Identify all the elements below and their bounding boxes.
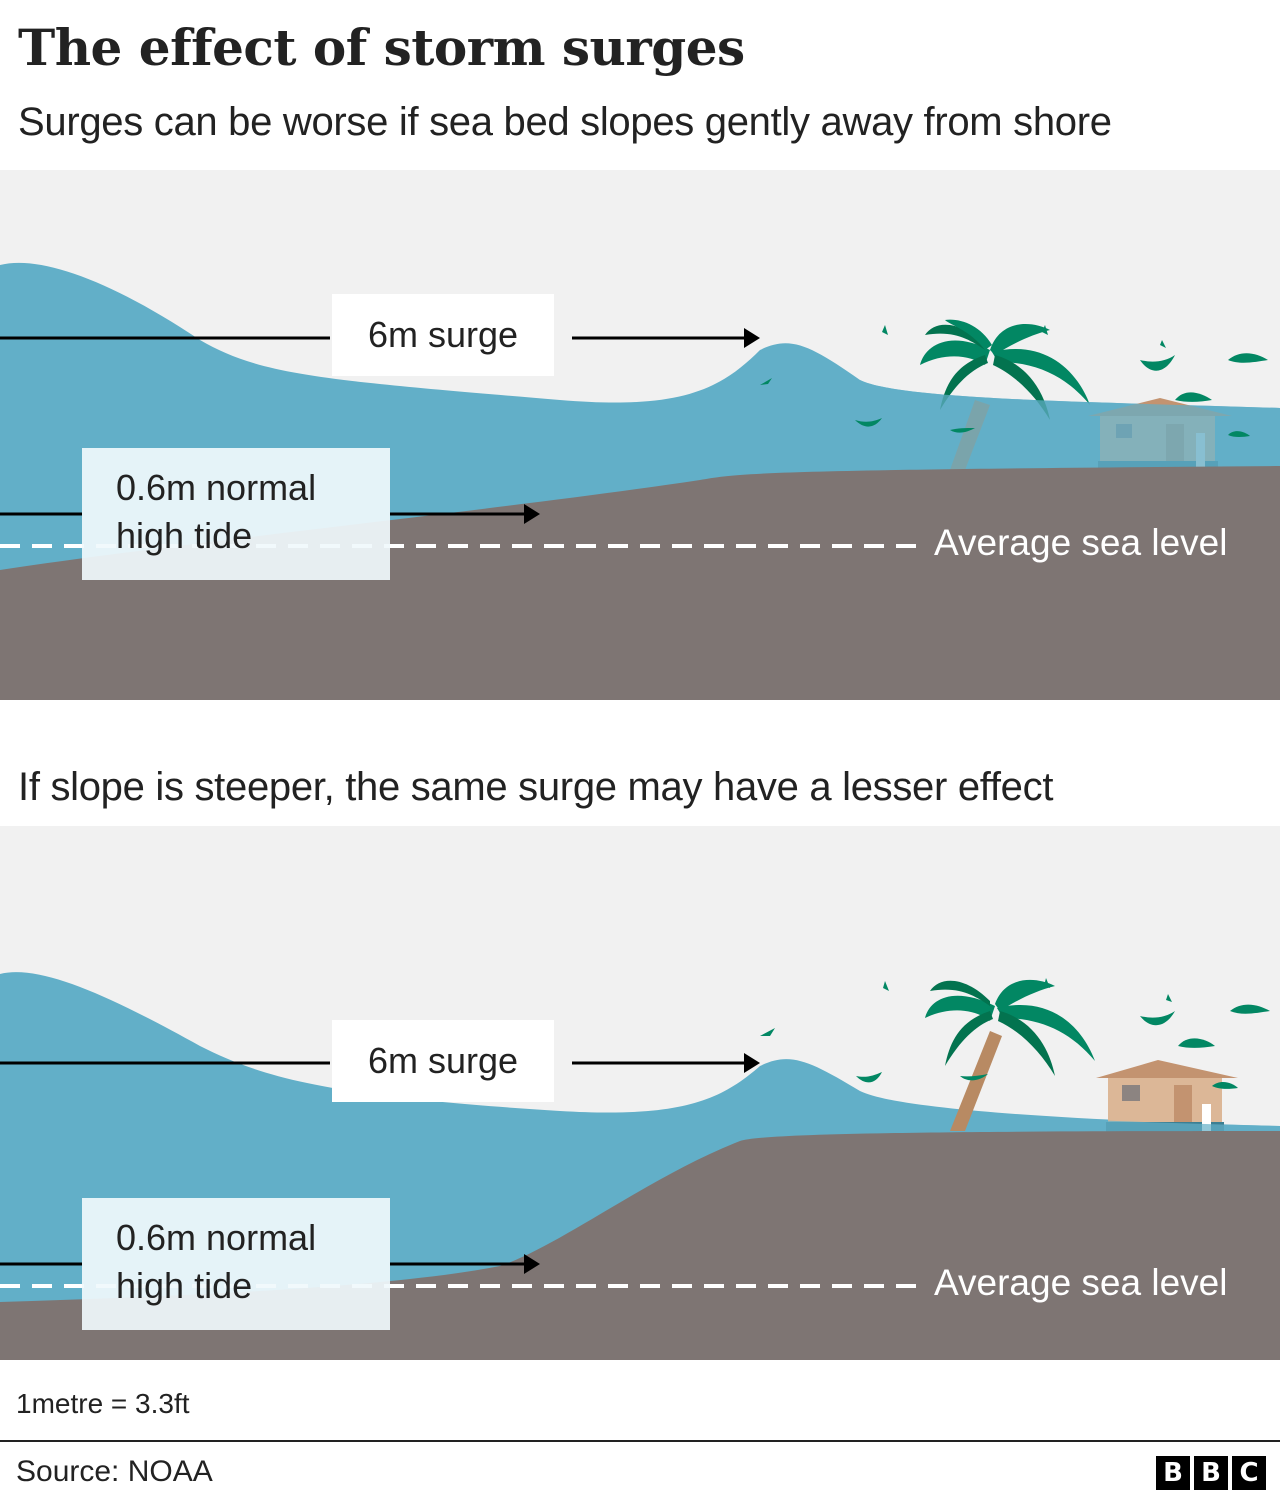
gentle-slope-illustration — [0, 262, 1280, 700]
bbc-logo: B B C — [1156, 1456, 1266, 1490]
sea-bed — [0, 466, 1280, 700]
unit-conversion-note: 1metre = 3.3ft — [16, 1388, 190, 1419]
source-label: Source: NOAA — [16, 1455, 213, 1488]
surge-label: 6m surge — [332, 294, 555, 376]
high-tide-label: 0.6m normal high tide — [82, 448, 390, 580]
bbc-logo-letter: B — [1194, 1456, 1228, 1490]
subtitle-gentle-slope: Surges can be worse if sea bed slopes ge… — [18, 100, 1112, 144]
chart-title: The effect of storm surges — [18, 18, 745, 77]
high-tide-label: 0.6m normal high tide — [82, 1198, 390, 1330]
footer-divider — [0, 1440, 1280, 1442]
panel-gentle-slope: 6m surge 0.6m normal high tide Average s… — [0, 170, 1280, 700]
palm-tree-icon — [925, 979, 1095, 1131]
flying-leaves-icon — [760, 325, 1268, 437]
flying-leaves-icon — [760, 978, 1270, 1089]
bbc-logo-letter: B — [1156, 1456, 1190, 1490]
subtitle-steep-slope: If slope is steeper, the same surge may … — [18, 765, 1054, 809]
panel-steep-slope: 6m surge 0.6m normal high tide Average s… — [0, 826, 1280, 1360]
average-sea-level-label: Average sea level — [934, 1262, 1228, 1303]
average-sea-level-label: Average sea level — [934, 522, 1228, 563]
bbc-logo-letter: C — [1232, 1456, 1266, 1490]
surge-label: 6m surge — [332, 1020, 555, 1102]
